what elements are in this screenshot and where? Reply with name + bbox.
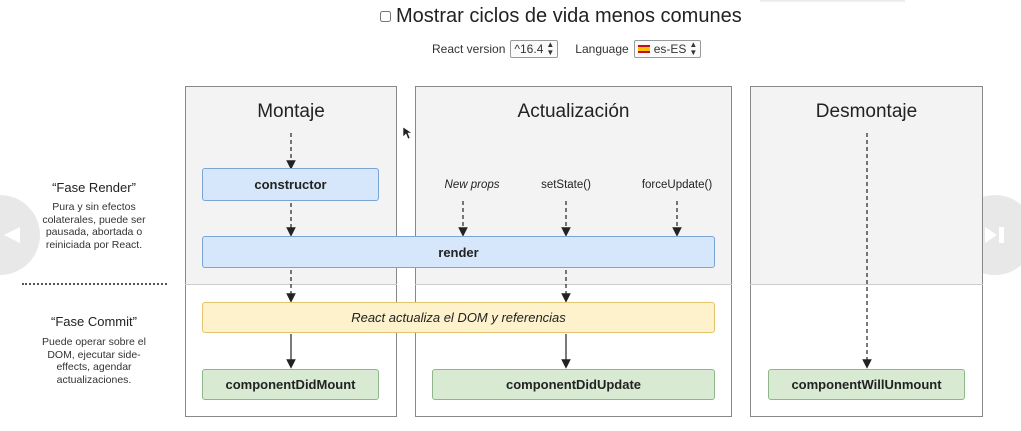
cursor-icon [402,126,412,140]
select-arrows-icon: ▲▼ [689,40,698,57]
component-did-update-node: componentDidUpdate [432,369,715,400]
select-arrows-icon: ▲▼ [546,40,555,57]
column-unmount [750,86,983,417]
react-version-label: React version [432,42,506,56]
dom-update-node: React actualiza el DOM y referencias [202,302,715,333]
trigger-force-update: forceUpdate() [641,179,713,191]
commit-phase-description: Puede operar sobre el DOM, ejecutar side… [42,336,146,386]
phase-divider [750,284,983,285]
skip-next-icon [985,227,1004,243]
render-phase-description: Pura y sin efectos colaterales, puede se… [42,201,146,251]
language-label: Language [575,42,629,56]
phase-dotted-separator [22,283,167,285]
column-title-unmount: Desmontaje [815,101,918,122]
trigger-new-props: New props [444,179,500,191]
less-common-checkbox[interactable] [380,11,391,22]
column-title-mount: Montaje [257,101,325,122]
spain-flag-icon [637,45,650,53]
trigger-set-state: setState() [541,179,591,191]
top-shadow [760,0,905,3]
column-title-update: Actualización [517,101,630,122]
component-did-mount-node: componentDidMount [202,369,379,400]
react-version-select[interactable]: ^16.4 ▲▼ [510,40,559,58]
less-common-lifecycles-toggle[interactable]: Mostrar ciclos de vida menos comunes [380,5,742,28]
render-node: render [202,236,715,268]
language-value: es-ES [653,42,687,56]
toggle-label: Mostrar ciclos de vida menos comunes [396,5,742,27]
phase-divider [415,284,732,285]
chevron-left-icon [4,227,20,243]
render-phase-title: “Fase Render” [52,180,136,195]
column-gap [396,86,416,285]
column-gap [731,86,751,285]
version-controls: React version ^16.4 ▲▼ Language es-ES ▲▼ [432,40,702,58]
constructor-node: constructor [202,168,379,201]
react-version-value: ^16.4 [514,42,544,56]
commit-phase-title: “Fase Commit” [51,314,137,329]
component-will-unmount-node: componentWillUnmount [768,369,965,400]
language-select[interactable]: es-ES ▲▼ [633,40,702,58]
